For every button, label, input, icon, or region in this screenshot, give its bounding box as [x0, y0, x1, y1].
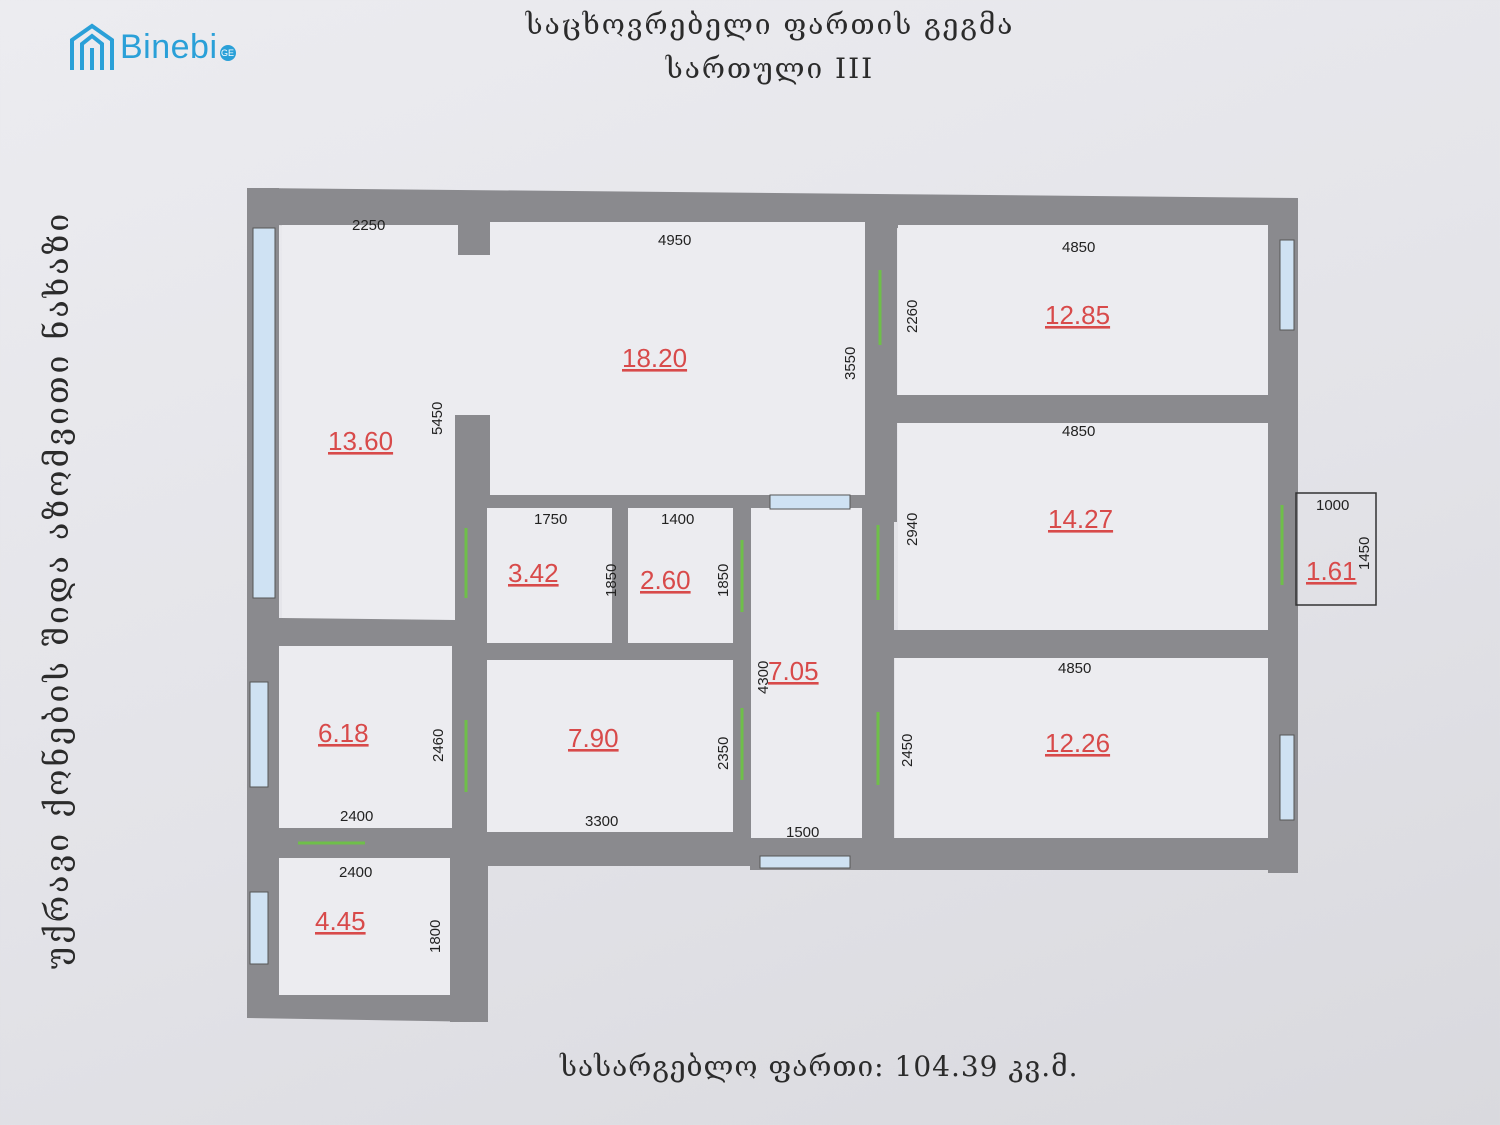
- wall-closet-left: [452, 500, 487, 835]
- dim-label: 2400: [339, 864, 372, 881]
- logo-text: Binebi: [120, 27, 218, 66]
- area-closet-2: 2.60: [640, 565, 691, 595]
- total-area: სასარგებლო ფართი: 104.39 კვ.მ.: [560, 1050, 1079, 1083]
- plan-title: საცხოვრებელი ფართის გეგმა: [525, 8, 1015, 41]
- dim-label: 1850: [603, 564, 620, 597]
- wall-stub-top: [458, 210, 490, 255]
- dim-label: 1800: [427, 920, 444, 953]
- logo-badge: GE: [219, 45, 236, 61]
- area-bath-1: 6.18: [318, 718, 369, 748]
- wall-bed-sep2: [865, 630, 1285, 658]
- dim-label: 2400: [340, 808, 373, 825]
- dim-label: 3300: [585, 813, 618, 830]
- area-bedroom-1: 12.85: [1045, 300, 1110, 330]
- wall-wc-right: [450, 832, 488, 1022]
- windows: [249, 227, 1295, 965]
- wall-bottom: [247, 995, 488, 1022]
- dim-label: 2450: [899, 734, 916, 767]
- walls: [247, 188, 1298, 1022]
- dim-label: 3550: [842, 347, 859, 380]
- dim-label: 4300: [755, 661, 772, 694]
- area-bedroom-2: 14.27: [1048, 504, 1113, 534]
- binebi-logo: Binebi GE: [68, 22, 236, 72]
- house-logo-icon: [70, 23, 114, 70]
- dim-label: 2260: [904, 300, 921, 333]
- area-bedroom-3: 12.26: [1045, 728, 1110, 758]
- dim-label: 4850: [1058, 660, 1091, 677]
- wall-closet-bottom: [470, 642, 750, 660]
- room-areas: 13.60 18.20 12.85 14.27 1.61 3.42 2.60 7…: [315, 300, 1357, 936]
- dimension-labels: 2250 4950 4850 2260 3550 5450 4850 2940 …: [339, 217, 1373, 953]
- dim-label: 4850: [1062, 239, 1095, 256]
- dim-label: 1450: [1356, 537, 1373, 570]
- dim-label: 2350: [715, 737, 732, 770]
- floor-label: სართული III: [665, 52, 875, 85]
- room-floors: [279, 222, 1268, 995]
- area-living-main: 18.20: [622, 343, 687, 373]
- dim-label: 4850: [1062, 423, 1095, 440]
- dim-label: 1000: [1316, 497, 1349, 514]
- doors: [298, 270, 1284, 845]
- area-balcony: 1.61: [1306, 556, 1357, 586]
- dim-label: 4950: [658, 232, 691, 249]
- area-closet-1: 3.42: [508, 558, 559, 588]
- wall-closet-right: [733, 505, 751, 835]
- dim-label: 2940: [904, 513, 921, 546]
- wall-top: [254, 188, 1298, 230]
- dim-label: 2250: [352, 217, 385, 234]
- dim-label: 1400: [661, 511, 694, 528]
- area-kitchen: 7.90: [568, 723, 619, 753]
- area-wc: 4.45: [315, 906, 366, 936]
- wall-closet-mid: [612, 505, 628, 650]
- wall-bottom-mid: [450, 832, 760, 866]
- dim-label: 5450: [429, 402, 446, 435]
- wall-stub-mid: [455, 415, 490, 505]
- wall-bed-sep1: [865, 395, 1285, 423]
- dim-label: 1750: [534, 511, 567, 528]
- area-living-left: 13.60: [328, 426, 393, 456]
- wall-bath-bottom: [247, 828, 487, 858]
- dim-label: 1500: [786, 824, 819, 841]
- wall-living-vert: [865, 222, 897, 522]
- wall-left-cross: [247, 618, 487, 646]
- dim-label: 1850: [715, 564, 732, 597]
- dim-label: 2460: [430, 729, 447, 762]
- balcony-outline: [1295, 492, 1377, 606]
- area-corridor: 7.05: [768, 656, 819, 686]
